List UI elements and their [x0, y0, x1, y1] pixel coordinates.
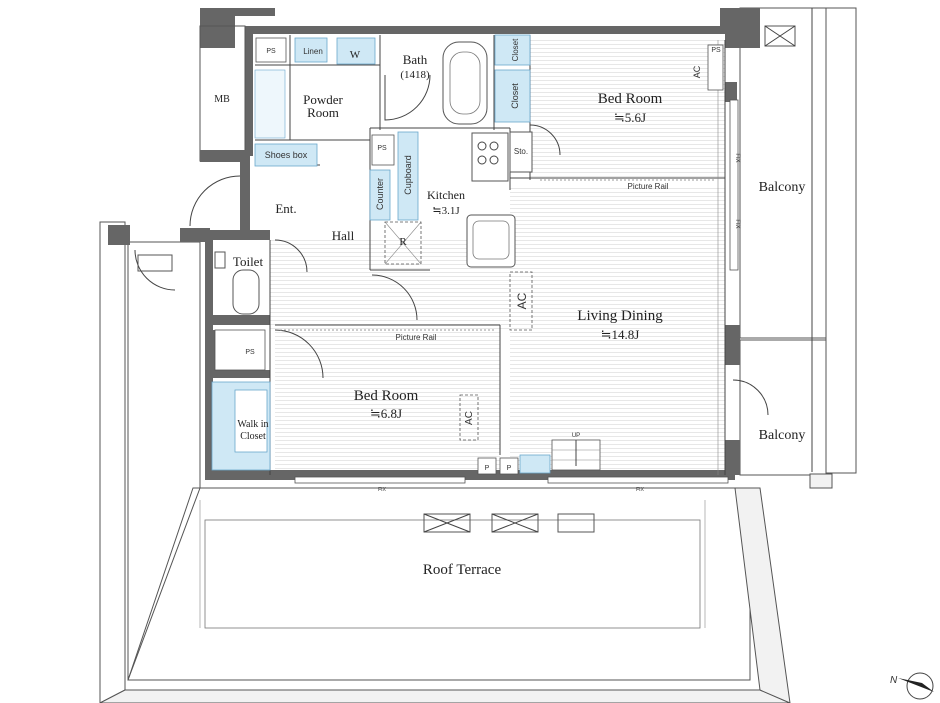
ps-top-label: PS — [266, 48, 276, 55]
powder-label: Powder — [303, 92, 343, 107]
picture-rail-mid-label: Picture Rail — [396, 333, 437, 342]
balcony-structure — [739, 7, 857, 489]
walkin-label-2: Closet — [240, 431, 266, 442]
sto-label: Sto. — [514, 147, 528, 156]
shoes-box-label: Shoes box — [265, 150, 308, 160]
ps-right-label: PS — [711, 47, 721, 54]
ent-label: Ent. — [275, 201, 296, 216]
bedroom2-label: Bed Room — [354, 388, 419, 404]
floor-hatching — [270, 40, 725, 475]
kitchen-label: Kitchen — [427, 188, 465, 202]
closet-b-label: Closet — [510, 83, 520, 109]
w-label: W — [350, 49, 361, 61]
rails — [280, 179, 715, 441]
closet-a-label: Closet — [511, 38, 520, 61]
north-arrow-icon: N — [890, 672, 934, 700]
bedroom1-label: Bed Room — [598, 91, 663, 107]
p2-label: P — [507, 465, 512, 472]
ac-bed1-label: AC — [692, 65, 702, 78]
toilet-label: Toilet — [233, 254, 264, 269]
cupboard-label: Cupboard — [403, 155, 413, 195]
svg-text:N: N — [890, 675, 898, 686]
fix-b-label: FIX — [734, 219, 740, 228]
living-size: ≒14.8J — [601, 327, 640, 342]
balcony-top-label: Balcony — [759, 180, 806, 195]
fix-a-label: FIX — [734, 153, 740, 162]
roof-terrace-area — [99, 221, 791, 703]
living-label: Living Dining — [577, 308, 663, 324]
roof-terrace-label: Roof Terrace — [423, 562, 502, 578]
p1-label: P — [485, 465, 490, 472]
kitchen-size: ≒3.1J — [432, 205, 460, 217]
up-label: UP — [572, 433, 580, 439]
ps-mid-label: PS — [377, 145, 387, 152]
windows — [137, 25, 796, 484]
linen-label: Linen — [303, 47, 323, 56]
balcony-bottom-label: Balcony — [759, 428, 806, 443]
r-label: R — [399, 236, 407, 248]
bedroom1-size: ≒5.6J — [614, 110, 646, 125]
bath-label: Bath — [403, 52, 428, 67]
ac-living-label: AC — [515, 292, 529, 309]
built-ins — [211, 34, 551, 474]
counter-label: Counter — [375, 178, 385, 210]
walkin-label: Walk in — [237, 419, 268, 430]
picture-rail-top-label: Picture Rail — [628, 182, 669, 191]
outdoor-units — [423, 513, 595, 533]
ps-left-label: PS — [245, 349, 255, 356]
hall-label: Hall — [332, 228, 355, 243]
mb-label: MB — [214, 94, 230, 105]
door-swings — [134, 74, 769, 416]
fix-c-label: FIX — [378, 487, 386, 493]
ac-bed2-label: AC — [464, 411, 475, 425]
fixtures — [214, 37, 724, 475]
walls — [108, 8, 760, 480]
bedroom2-size: ≒6.8J — [370, 406, 402, 421]
labels: MB PS Linen W Bath (1418) Closet Closet … — [214, 38, 805, 578]
powder-label-2: Room — [307, 105, 339, 120]
bath-size-label: (1418) — [400, 69, 430, 81]
fix-d-label: FIX — [636, 487, 644, 493]
